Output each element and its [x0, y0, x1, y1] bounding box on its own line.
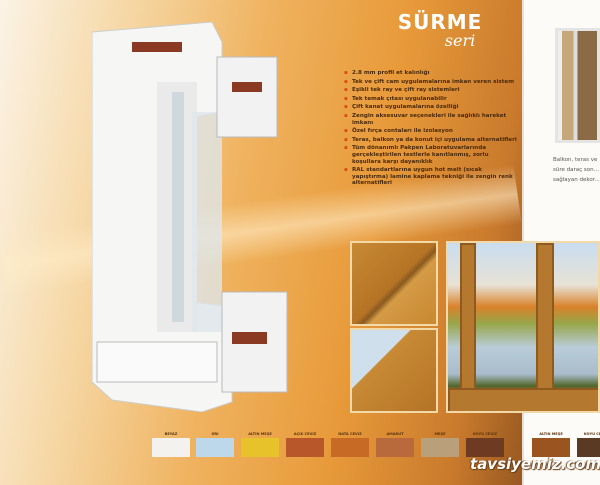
feature-item: RAL standartlarına uygun hot melt (sıcak… — [343, 167, 518, 187]
swatch-chip — [152, 438, 190, 457]
window-lake-photo — [446, 241, 600, 413]
color-swatch: GRİ — [196, 432, 234, 457]
swatch-label: KOYU CEVİZ — [583, 432, 600, 436]
window-profile-cross-section — [92, 22, 288, 412]
swatch-chip — [577, 438, 600, 457]
color-swatch: AÇIK CEVİZ — [286, 432, 324, 457]
color-swatch: KOYU CEVİZ — [577, 432, 600, 457]
swatch-chip — [331, 438, 369, 457]
color-swatch: ALTIN MEŞE — [241, 432, 279, 457]
swatch-chip — [196, 438, 234, 457]
swatch-label: ALTIN MEŞE — [539, 432, 563, 436]
swatch-label: AMARUT — [386, 432, 404, 436]
feature-item: Tek ve çift cam uygulamalarına imkan ver… — [343, 79, 518, 86]
title-main: SÜRME — [397, 10, 483, 34]
feature-item: Eşikli tek ray ve çift ray sistemleri — [343, 87, 518, 94]
swatch-label: GRİ — [211, 432, 219, 436]
sliding-door-photo — [555, 28, 600, 143]
title-sub: seri — [444, 31, 476, 50]
feature-item: Özel fırça contaları ile izolasyon — [343, 128, 518, 135]
color-swatch: KOYU CEVİZ — [466, 432, 504, 457]
right-page-text: Balkon, teras ve süre daraç son... sağla… — [553, 155, 600, 185]
feature-item: Zengin aksesuvar seçenekleri ile sağlıkl… — [343, 113, 518, 126]
swatch-label: NATA CEVİZ — [338, 432, 362, 436]
swatch-chip — [376, 438, 414, 457]
swatch-label: MEŞE — [434, 432, 446, 436]
feature-item: Teras, balkon ya da konut içi uygulama a… — [343, 137, 518, 144]
color-swatch: BEYAZ — [152, 432, 190, 457]
text-line: Balkon, teras ve — [553, 157, 598, 163]
swatch-chip — [421, 438, 459, 457]
watermark: tavsiyemiz.com — [470, 455, 600, 473]
color-swatch: AMARUT — [376, 432, 414, 457]
swatch-label: KOYU CEVİZ — [472, 432, 498, 436]
swatch-chip — [466, 438, 504, 457]
swatch-chip — [532, 438, 570, 457]
series-title: SÜRME seri — [380, 10, 500, 50]
wood-corner-photo-1 — [350, 241, 438, 326]
wood-corner-photo-2 — [350, 328, 438, 413]
swatch-label: BEYAZ — [164, 432, 178, 436]
color-swatch: NATA CEVİZ — [331, 432, 369, 457]
feature-item: Tek temak çıtası uygulanabilir — [343, 96, 518, 103]
color-swatch: ALTIN MEŞE — [532, 432, 570, 457]
swatch-label: ALTIN MEŞE — [248, 432, 272, 436]
swatch-chip — [286, 438, 324, 457]
feature-item: Tüm dönanımlı Pakpen Laboratuvarlarında … — [343, 145, 518, 165]
swatch-label: AÇIK CEVİZ — [293, 432, 317, 436]
feature-item: Çift kanat uygulamalarına özelliği — [343, 104, 518, 111]
text-line: süre daraç son... — [553, 167, 599, 173]
feature-list: 2.8 mm profil et kalınlığı Tek ve çift c… — [343, 70, 518, 189]
text-line: sağlayan dekor... — [553, 177, 600, 183]
color-swatch: MEŞE — [421, 432, 459, 457]
swatch-chip — [241, 438, 279, 457]
feature-item: 2.8 mm profil et kalınlığı — [343, 70, 518, 77]
